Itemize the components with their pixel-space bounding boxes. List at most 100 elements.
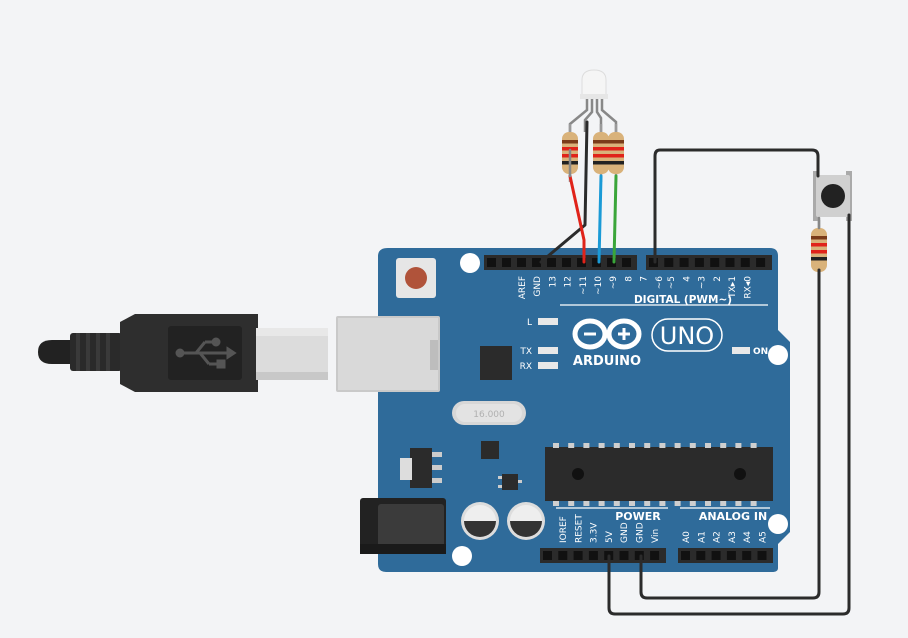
rgb-led[interactable]: [568, 69, 618, 132]
analog-header: [678, 548, 773, 563]
capacitor: [461, 502, 499, 540]
header-socket[interactable]: [740, 258, 750, 267]
wire-button-pin7: [653, 148, 820, 264]
power-pin-label: IOREF: [559, 516, 569, 543]
digital-pin-label: 7: [640, 276, 650, 282]
digital-pin-label: 2: [713, 276, 723, 282]
arduino-logo: ARDUINO: [572, 318, 642, 369]
analog-pin-label: A3: [728, 531, 738, 543]
header-socket[interactable]: [517, 258, 526, 267]
header-socket[interactable]: [710, 258, 720, 267]
header-socket[interactable]: [577, 258, 586, 267]
wire-gnd-resistor: [639, 268, 821, 600]
header-socket[interactable]: [502, 258, 511, 267]
header-socket[interactable]: [562, 258, 571, 267]
header-socket[interactable]: [711, 551, 721, 560]
wire-black-gnd: [539, 120, 589, 264]
digital-pin-label: 4: [682, 276, 692, 282]
tx-led: [538, 347, 558, 354]
header-socket[interactable]: [679, 258, 689, 267]
analog-pin-label: A5: [759, 531, 769, 543]
uno-logo: UNO: [651, 318, 723, 352]
header-socket[interactable]: [726, 551, 736, 560]
digital-pin-label: 13: [548, 276, 558, 287]
wire-red: [568, 174, 586, 264]
wires: [539, 120, 851, 616]
digital-pin-label: ~11: [579, 276, 589, 295]
usb-chip: [480, 346, 512, 380]
voltage-regulator: [400, 448, 442, 488]
header-socket[interactable]: [592, 258, 601, 267]
power-pin-label: GND: [636, 522, 646, 543]
header-socket[interactable]: [588, 551, 598, 560]
header-socket[interactable]: [532, 258, 541, 267]
wire-green: [612, 174, 618, 264]
power-header-label: POWER: [615, 510, 661, 523]
digital-header-label: DIGITAL (PWM~): [634, 294, 732, 306]
digital-pin-label: ~10: [594, 276, 604, 295]
push-button[interactable]: [813, 171, 852, 221]
uno-model: UNO: [660, 322, 714, 350]
header-socket[interactable]: [681, 551, 690, 560]
power-pin-label: GND: [620, 522, 630, 543]
l-led: [538, 318, 558, 325]
digital-pin-label: TX▸1: [728, 276, 738, 299]
analog-pin-label: A0: [682, 531, 692, 543]
header-socket[interactable]: [757, 551, 767, 560]
header-socket[interactable]: [725, 258, 735, 267]
header-socket[interactable]: [634, 551, 644, 560]
resistor[interactable]: [608, 124, 624, 182]
header-socket[interactable]: [547, 258, 556, 267]
header-socket[interactable]: [619, 551, 629, 560]
usb-cable[interactable]: [38, 314, 328, 392]
resistor[interactable]: [811, 220, 827, 280]
digital-pin-label: 12: [564, 276, 574, 287]
mounting-hole: [460, 253, 480, 273]
mounting-hole: [768, 514, 788, 534]
header-socket[interactable]: [696, 551, 706, 560]
digital-pin-label: ~5: [667, 276, 677, 289]
reset-button[interactable]: [396, 258, 436, 298]
arduino-uno-board[interactable]: 16.000 L TX RX ON ARD: [336, 248, 790, 572]
analog-pin-label: A4: [743, 531, 753, 543]
digital-pin-label: AREF: [518, 276, 528, 299]
digital-pin-label: RX◂0: [744, 276, 754, 299]
digital-pin-label: ~9: [609, 276, 619, 290]
digital-pin-label: ~6: [655, 276, 665, 290]
on-led-label: ON: [753, 347, 768, 357]
digital-header-right: [646, 255, 772, 270]
transistor: [498, 474, 522, 490]
header-socket[interactable]: [607, 258, 616, 267]
usb-icon: [175, 337, 237, 369]
header-socket[interactable]: [664, 258, 674, 267]
rx-led: [538, 362, 558, 369]
header-socket[interactable]: [543, 551, 552, 560]
power-jack: [360, 498, 446, 554]
analog-header-label: ANALOG IN: [699, 510, 767, 523]
header-socket[interactable]: [742, 551, 752, 560]
analog-pin-label: A1: [697, 531, 707, 543]
header-socket[interactable]: [650, 551, 660, 560]
crystal-label: 16.000: [473, 410, 505, 420]
header-socket[interactable]: [487, 258, 496, 267]
chip-small: [481, 441, 499, 459]
header-socket[interactable]: [649, 258, 658, 267]
crystal-oscillator: 16.000: [452, 401, 526, 425]
resistor[interactable]: [593, 124, 609, 182]
digital-pin-label: GND: [533, 276, 543, 297]
mounting-hole: [452, 546, 472, 566]
header-socket[interactable]: [573, 551, 583, 560]
atmega-chip: [545, 443, 773, 506]
usb-port: [336, 316, 440, 392]
header-socket[interactable]: [558, 551, 568, 560]
header-socket[interactable]: [622, 258, 631, 267]
digital-pin-label: ~3: [698, 276, 708, 289]
power-pin-label: 3.3V: [590, 522, 600, 543]
l-led-label: L: [527, 318, 532, 328]
tx-led-label: TX: [519, 347, 532, 357]
header-socket[interactable]: [694, 258, 704, 267]
header-socket[interactable]: [756, 258, 766, 267]
power-header: [540, 548, 666, 563]
wire-5v: [607, 213, 851, 616]
